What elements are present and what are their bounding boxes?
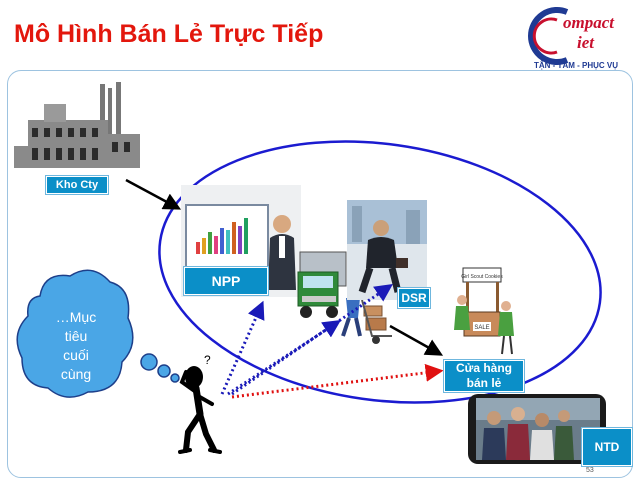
thought-bubble [16, 269, 180, 398]
label-store-line-1: Cửa hàng [455, 361, 513, 375]
compact-viet-logo: ompact iet [527, 4, 633, 70]
logo-word-2: iet [577, 33, 595, 52]
thinking-man-icon [178, 366, 222, 454]
dotted-arrow-to-salesrep [231, 283, 393, 396]
page-number: 53 [586, 467, 594, 474]
stall-sale-tag: SALE [474, 325, 489, 331]
truck-icon [297, 251, 347, 318]
arrow-salesrep-to-store [389, 324, 444, 356]
label-store-line-2: bán lẻ [466, 376, 502, 390]
thought-line-4: cùng [61, 366, 91, 382]
thought-line-1: …Mục [56, 309, 96, 325]
page-title: Mô Hình Bán Lẻ Trực Tiếp [14, 20, 324, 48]
factory-icon [14, 82, 140, 168]
dotted-arrow-to-distributor [220, 300, 265, 395]
logo-slogan: TẬN - TÂM - PHỤC VỤ [534, 61, 618, 70]
label-consumer: NTD [582, 428, 632, 466]
logo-word-1: ompact [563, 13, 615, 32]
label-distributor: NPP [184, 267, 268, 295]
thought-line-2: tiêu [65, 328, 88, 344]
label-company: Kho Cty [46, 176, 108, 194]
label-salesrep: DSR [398, 288, 430, 308]
question-mark: ? [204, 353, 211, 367]
thought-line-3: cuối [63, 347, 89, 363]
distribution-ellipse [158, 140, 602, 404]
label-store: Cửa hàng bán lẻ [444, 360, 524, 392]
arrow-company-to-distributor [125, 178, 182, 210]
consumer-photo [468, 394, 606, 464]
salesrep-photo [347, 200, 427, 300]
dotted-arrow-to-truck [227, 320, 342, 396]
cookie-stall-icon: Girl Scout Cookies SALE [454, 267, 514, 355]
stall-sign-text: Girl Scout Cookies [461, 274, 503, 280]
